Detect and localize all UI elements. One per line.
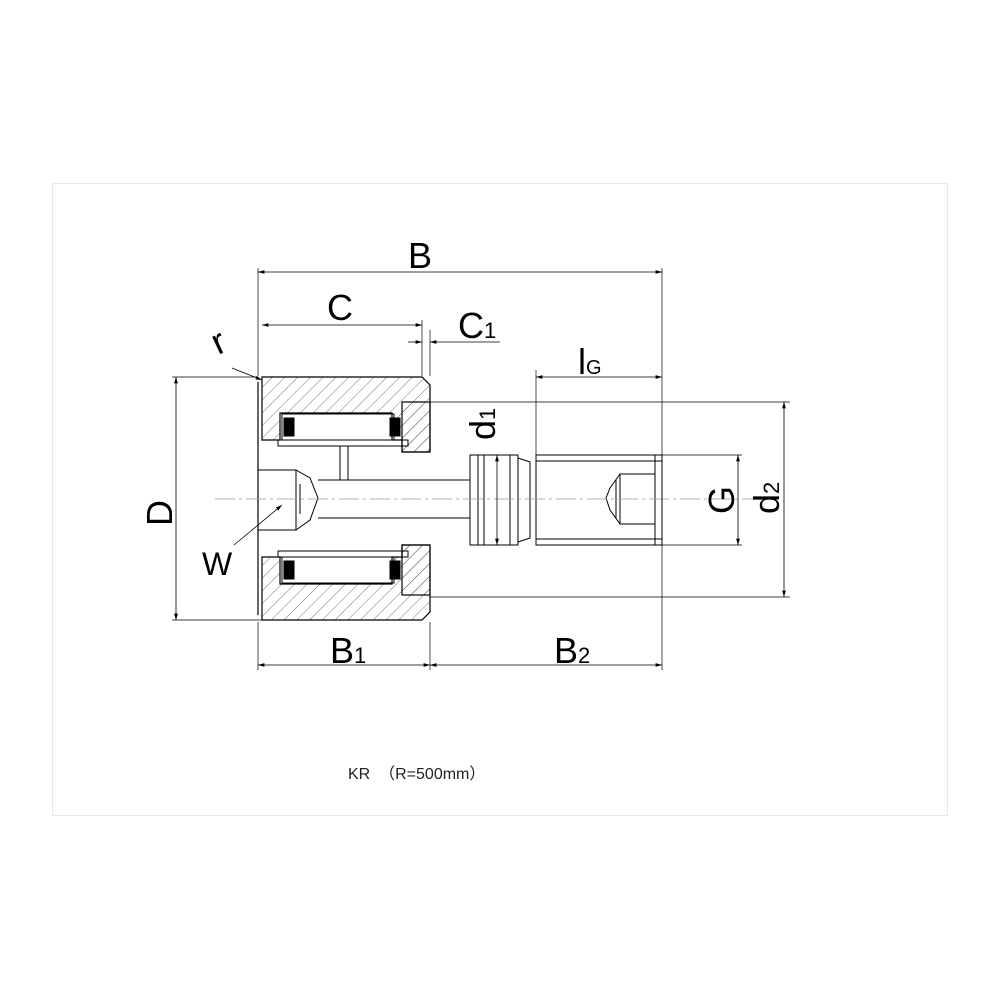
label-W: W <box>202 546 233 582</box>
label-B: B <box>408 235 432 276</box>
label-B2: B2 <box>554 630 590 671</box>
label-B1: B1 <box>330 630 366 671</box>
dimension-lines <box>174 270 786 667</box>
label-G: G <box>701 486 742 514</box>
extension-lines <box>172 268 790 670</box>
label-d2: d2 <box>746 482 787 514</box>
label-C1: C1 <box>458 305 496 346</box>
label-d1: d1 <box>462 408 503 440</box>
drawing-caption: KR （R=500mm） <box>348 766 486 783</box>
label-r: r <box>204 320 232 362</box>
stud-shaft <box>257 446 663 546</box>
label-lG: lG <box>578 341 602 382</box>
leader-W <box>233 504 283 546</box>
label-C: C <box>327 287 353 328</box>
label-D: D <box>139 500 180 526</box>
leader-r <box>231 367 263 381</box>
outer-ring <box>257 376 431 621</box>
needle-rollers <box>277 413 409 584</box>
drawing-frame <box>52 183 948 816</box>
